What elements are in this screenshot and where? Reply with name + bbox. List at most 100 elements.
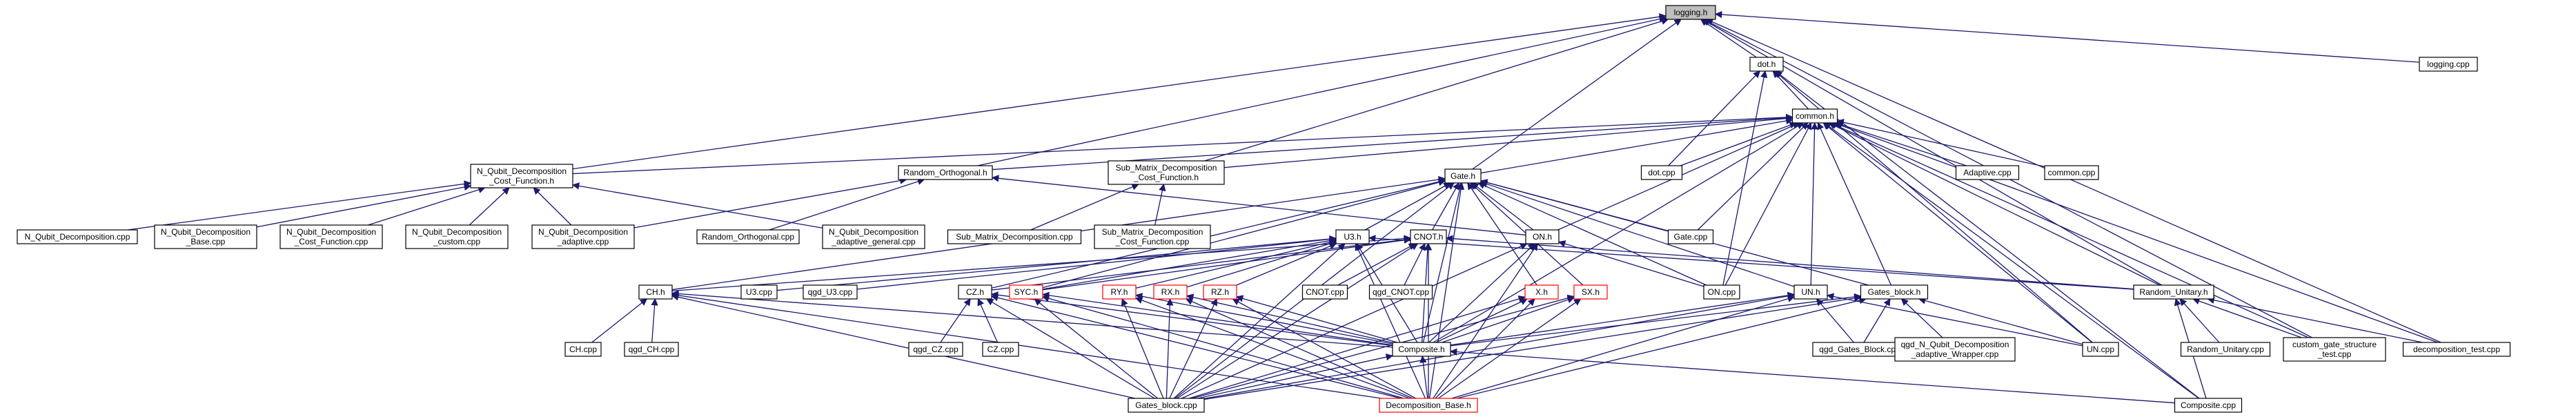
edge-un-h-to-gatesblock-cpp: [1203, 292, 1796, 399]
node-label: UN.cpp: [2087, 345, 2114, 354]
node-label: SX.h: [1582, 287, 1600, 297]
node-qgdnqdadw-cpp[interactable]: qgd_N_Qubit_Decomposition_adaptive_Wrapp…: [1894, 337, 2016, 362]
edge-randunit-h-to-randunit-cpp: [2179, 298, 2220, 343]
node-u3-cpp[interactable]: U3.cpp: [740, 284, 778, 300]
edge-line: [1034, 298, 1159, 399]
edge-common-h-to-customgate-cpp: [1829, 122, 2309, 338]
edge-line: [1450, 293, 1862, 347]
edge-common-h-to-common-cpp: [1836, 119, 2045, 168]
node-gate-cpp[interactable]: Gate.cpp: [1667, 229, 1714, 244]
node-label: N_Qubit_Decomposition: [477, 166, 567, 176]
node-nqdcf-h[interactable]: N_Qubit_Decomposition_Cost_Function.h: [470, 164, 573, 188]
edge-line: [991, 236, 1412, 291]
node-un-cpp[interactable]: UN.cpp: [2082, 342, 2119, 357]
edge-line: [633, 177, 907, 229]
node-nqd-cpp[interactable]: N_Qubit_Decomposition.cpp: [17, 229, 138, 244]
node-submatcf-cpp[interactable]: Sub_Matrix_Decomposition_Cost_Function.c…: [1094, 224, 1211, 249]
edge-line: [1135, 238, 1337, 289]
node-qgdcz-cpp[interactable]: qgd_CZ.cpp: [908, 342, 963, 357]
node-submatdec-cpp[interactable]: Sub_Matrix_Decomposition.cpp: [947, 229, 1082, 244]
edge-line: [1404, 243, 1426, 286]
node-gatesblock-h[interactable]: Gates_block.h: [1860, 284, 1929, 300]
node-customgate-cpp[interactable]: custom_gate_structure_test.cpp: [2283, 337, 2386, 362]
edge-line: [1810, 122, 1818, 286]
node-qgdcnot-cpp[interactable]: qgd_CNOT.cpp: [1368, 284, 1433, 300]
node-dot-cpp[interactable]: dot.cpp: [1640, 165, 1683, 180]
edge-sx-h-to-decbase-h: [1437, 298, 1582, 399]
node-randunit-cpp[interactable]: Random_Unitary.cpp: [2180, 342, 2271, 357]
node-box: [405, 224, 509, 249]
node-box: [2174, 398, 2243, 413]
node-nqdcf-cpp[interactable]: N_Qubit_Decomposition_Cost_Function.cpp: [279, 224, 383, 249]
node-qgdch-cpp[interactable]: qgd_CH.cpp: [624, 342, 679, 357]
node-composite-h[interactable]: Composite.h: [1392, 342, 1451, 357]
edge-line: [533, 187, 572, 226]
node-nqdadgen-cpp[interactable]: N_Qubit_Decomposition_adaptive_general.c…: [822, 224, 925, 249]
node-ch-cpp[interactable]: CH.cpp: [564, 342, 602, 357]
node-submat-h[interactable]: Sub_Matrix_Decomposition_Cost_Function.h: [1108, 160, 1225, 185]
node-box: [279, 224, 383, 249]
node-gatesblock-cpp[interactable]: Gates_block.cpp: [1128, 398, 1205, 413]
node-box: [2133, 284, 2214, 300]
edge-ch-h-to-gatesblock-cpp: [671, 293, 1136, 399]
edge-line: [1829, 122, 2309, 338]
node-composite-cpp[interactable]: Composite.cpp: [2174, 398, 2243, 413]
node-dot-h[interactable]: dot.h: [1749, 57, 1784, 72]
node-nqdcustom-cpp[interactable]: N_Qubit_Decomposition_custom.cpp: [405, 224, 509, 249]
node-logging-cpp[interactable]: logging.cpp: [2419, 57, 2478, 72]
edge-line: [1368, 235, 2134, 290]
node-label: Gate.cpp: [1674, 232, 1708, 242]
edge-line: [1449, 348, 2175, 404]
node-cz-h[interactable]: CZ.h: [958, 284, 992, 300]
node-u3-h[interactable]: U3.h: [1335, 229, 1370, 244]
node-randunit-h[interactable]: Random_Unitary.h: [2133, 284, 2214, 300]
node-nqdadaptive-cpp[interactable]: N_Qubit_Decomposition_adaptive.cpp: [531, 224, 635, 249]
node-qgdu3-cpp[interactable]: qgd_U3.cpp: [803, 284, 858, 300]
node-x-h[interactable]: X.h: [1524, 284, 1559, 300]
node-box: [2419, 57, 2478, 72]
node-common-h[interactable]: common.h: [1791, 108, 1838, 124]
node-on-cpp[interactable]: ON.cpp: [1703, 284, 1740, 300]
edge-line: [1154, 183, 1166, 226]
edge-u3-h-to-randunit-h: [1368, 235, 2134, 290]
node-box: [638, 284, 673, 300]
node-randorth-cpp[interactable]: Random_Orthogonal.cpp: [696, 229, 800, 244]
node-rx-h[interactable]: RX.h: [1153, 284, 1188, 300]
edge-line: [1337, 243, 1417, 286]
node-decbase-h[interactable]: Decomposition_Base.h: [1379, 398, 1478, 413]
node-qgdgatesblock-cpp[interactable]: qgd_Gates_Block.cpp: [1812, 342, 1907, 357]
edge-composite-h-to-gatesblock-cpp: [1197, 353, 1394, 399]
node-label: _Cost_Function.h: [1133, 173, 1199, 182]
node-label: N_Qubit_Decomposition: [412, 227, 502, 237]
node-rz-h[interactable]: RZ.h: [1203, 284, 1237, 300]
node-randorth-h[interactable]: Random_Orthogonal.h: [898, 165, 993, 180]
edge-common-h-to-randunit-h: [1828, 122, 2160, 286]
node-label: qgd_N_Qubit_Decomposition: [1901, 340, 2009, 349]
node-label: CNOT.cpp: [1306, 287, 1344, 297]
node-gate-h[interactable]: Gate.h: [1444, 168, 1482, 184]
node-un-h[interactable]: UN.h: [1793, 284, 1828, 300]
node-sx-h[interactable]: SX.h: [1573, 284, 1608, 300]
node-ry-h[interactable]: RY.h: [1102, 284, 1137, 300]
edge-line: [1668, 70, 1761, 166]
edge-line: [1041, 295, 1404, 399]
node-nqdbase-cpp[interactable]: N_Qubit_Decomposition_Base.cpp: [154, 224, 257, 249]
edge-line: [1192, 294, 1575, 399]
edge-line: [1918, 297, 2083, 345]
node-ch-h[interactable]: CH.h: [638, 284, 673, 300]
node-cnot-h[interactable]: CNOT.h: [1410, 229, 1447, 244]
edge-u3-h-to-rx-h: [1186, 240, 1337, 288]
edge-gate-h-to-x-h: [1467, 182, 1537, 286]
node-on-h[interactable]: ON.h: [1525, 229, 1560, 244]
edge-gatesblock-h-to-decbase-h: [1457, 297, 1867, 399]
edge-line: [1467, 182, 1537, 286]
node-adaptive-cpp[interactable]: Adaptive.cpp: [1955, 165, 2020, 180]
node-common-cpp[interactable]: common.cpp: [2044, 165, 2099, 180]
node-syc-h[interactable]: SYC.h: [1009, 284, 1043, 300]
node-dectest-cpp[interactable]: decomposition_test.cpp: [2402, 342, 2511, 357]
node-cz-cpp[interactable]: CZ.cpp: [982, 342, 1019, 357]
node-cnot-cpp[interactable]: CNOT.cpp: [1301, 284, 1348, 300]
edge-line: [1705, 19, 2441, 343]
node-logging-h[interactable]: logging.h: [1665, 5, 1716, 20]
